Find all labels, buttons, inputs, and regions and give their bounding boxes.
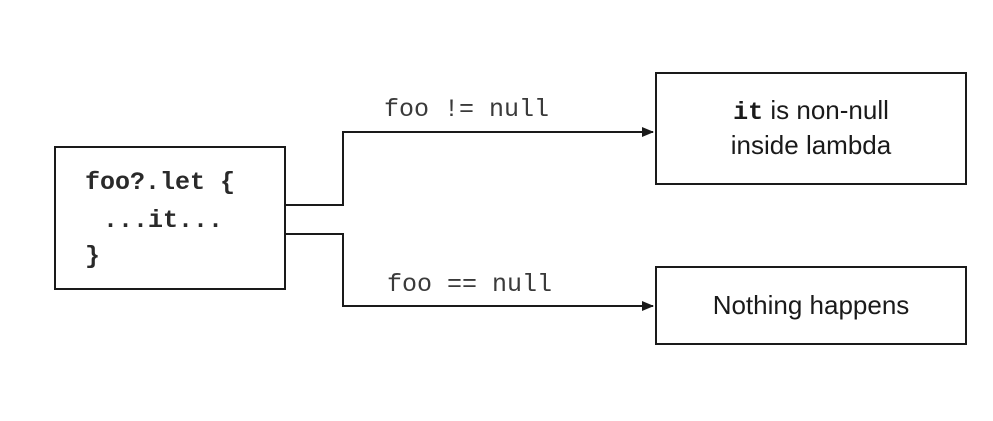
code-line-it: ...it... bbox=[103, 206, 224, 235]
condition-not-null-label: foo != null bbox=[384, 95, 550, 124]
code-line-close-brace: } bbox=[85, 242, 101, 271]
non-null-text: is non-null bbox=[763, 94, 889, 125]
non-null-result-line1: it is non-null bbox=[733, 94, 889, 130]
code-line-let: foo?.let { bbox=[85, 168, 236, 197]
arrow-to-nothing-box bbox=[286, 233, 654, 311]
non-null-result-line2: inside lambda bbox=[730, 130, 892, 161]
code-box: foo?.let { ...it... } bbox=[54, 146, 286, 290]
condition-null-label: foo == null bbox=[387, 270, 553, 299]
nothing-happens-box: Nothing happens bbox=[655, 266, 967, 345]
non-null-result-box: it is non-null inside lambda bbox=[655, 72, 967, 185]
it-keyword: it bbox=[733, 97, 764, 127]
arrow-to-non-null-box bbox=[286, 127, 654, 206]
nothing-happens-text: Nothing happens bbox=[712, 289, 910, 320]
